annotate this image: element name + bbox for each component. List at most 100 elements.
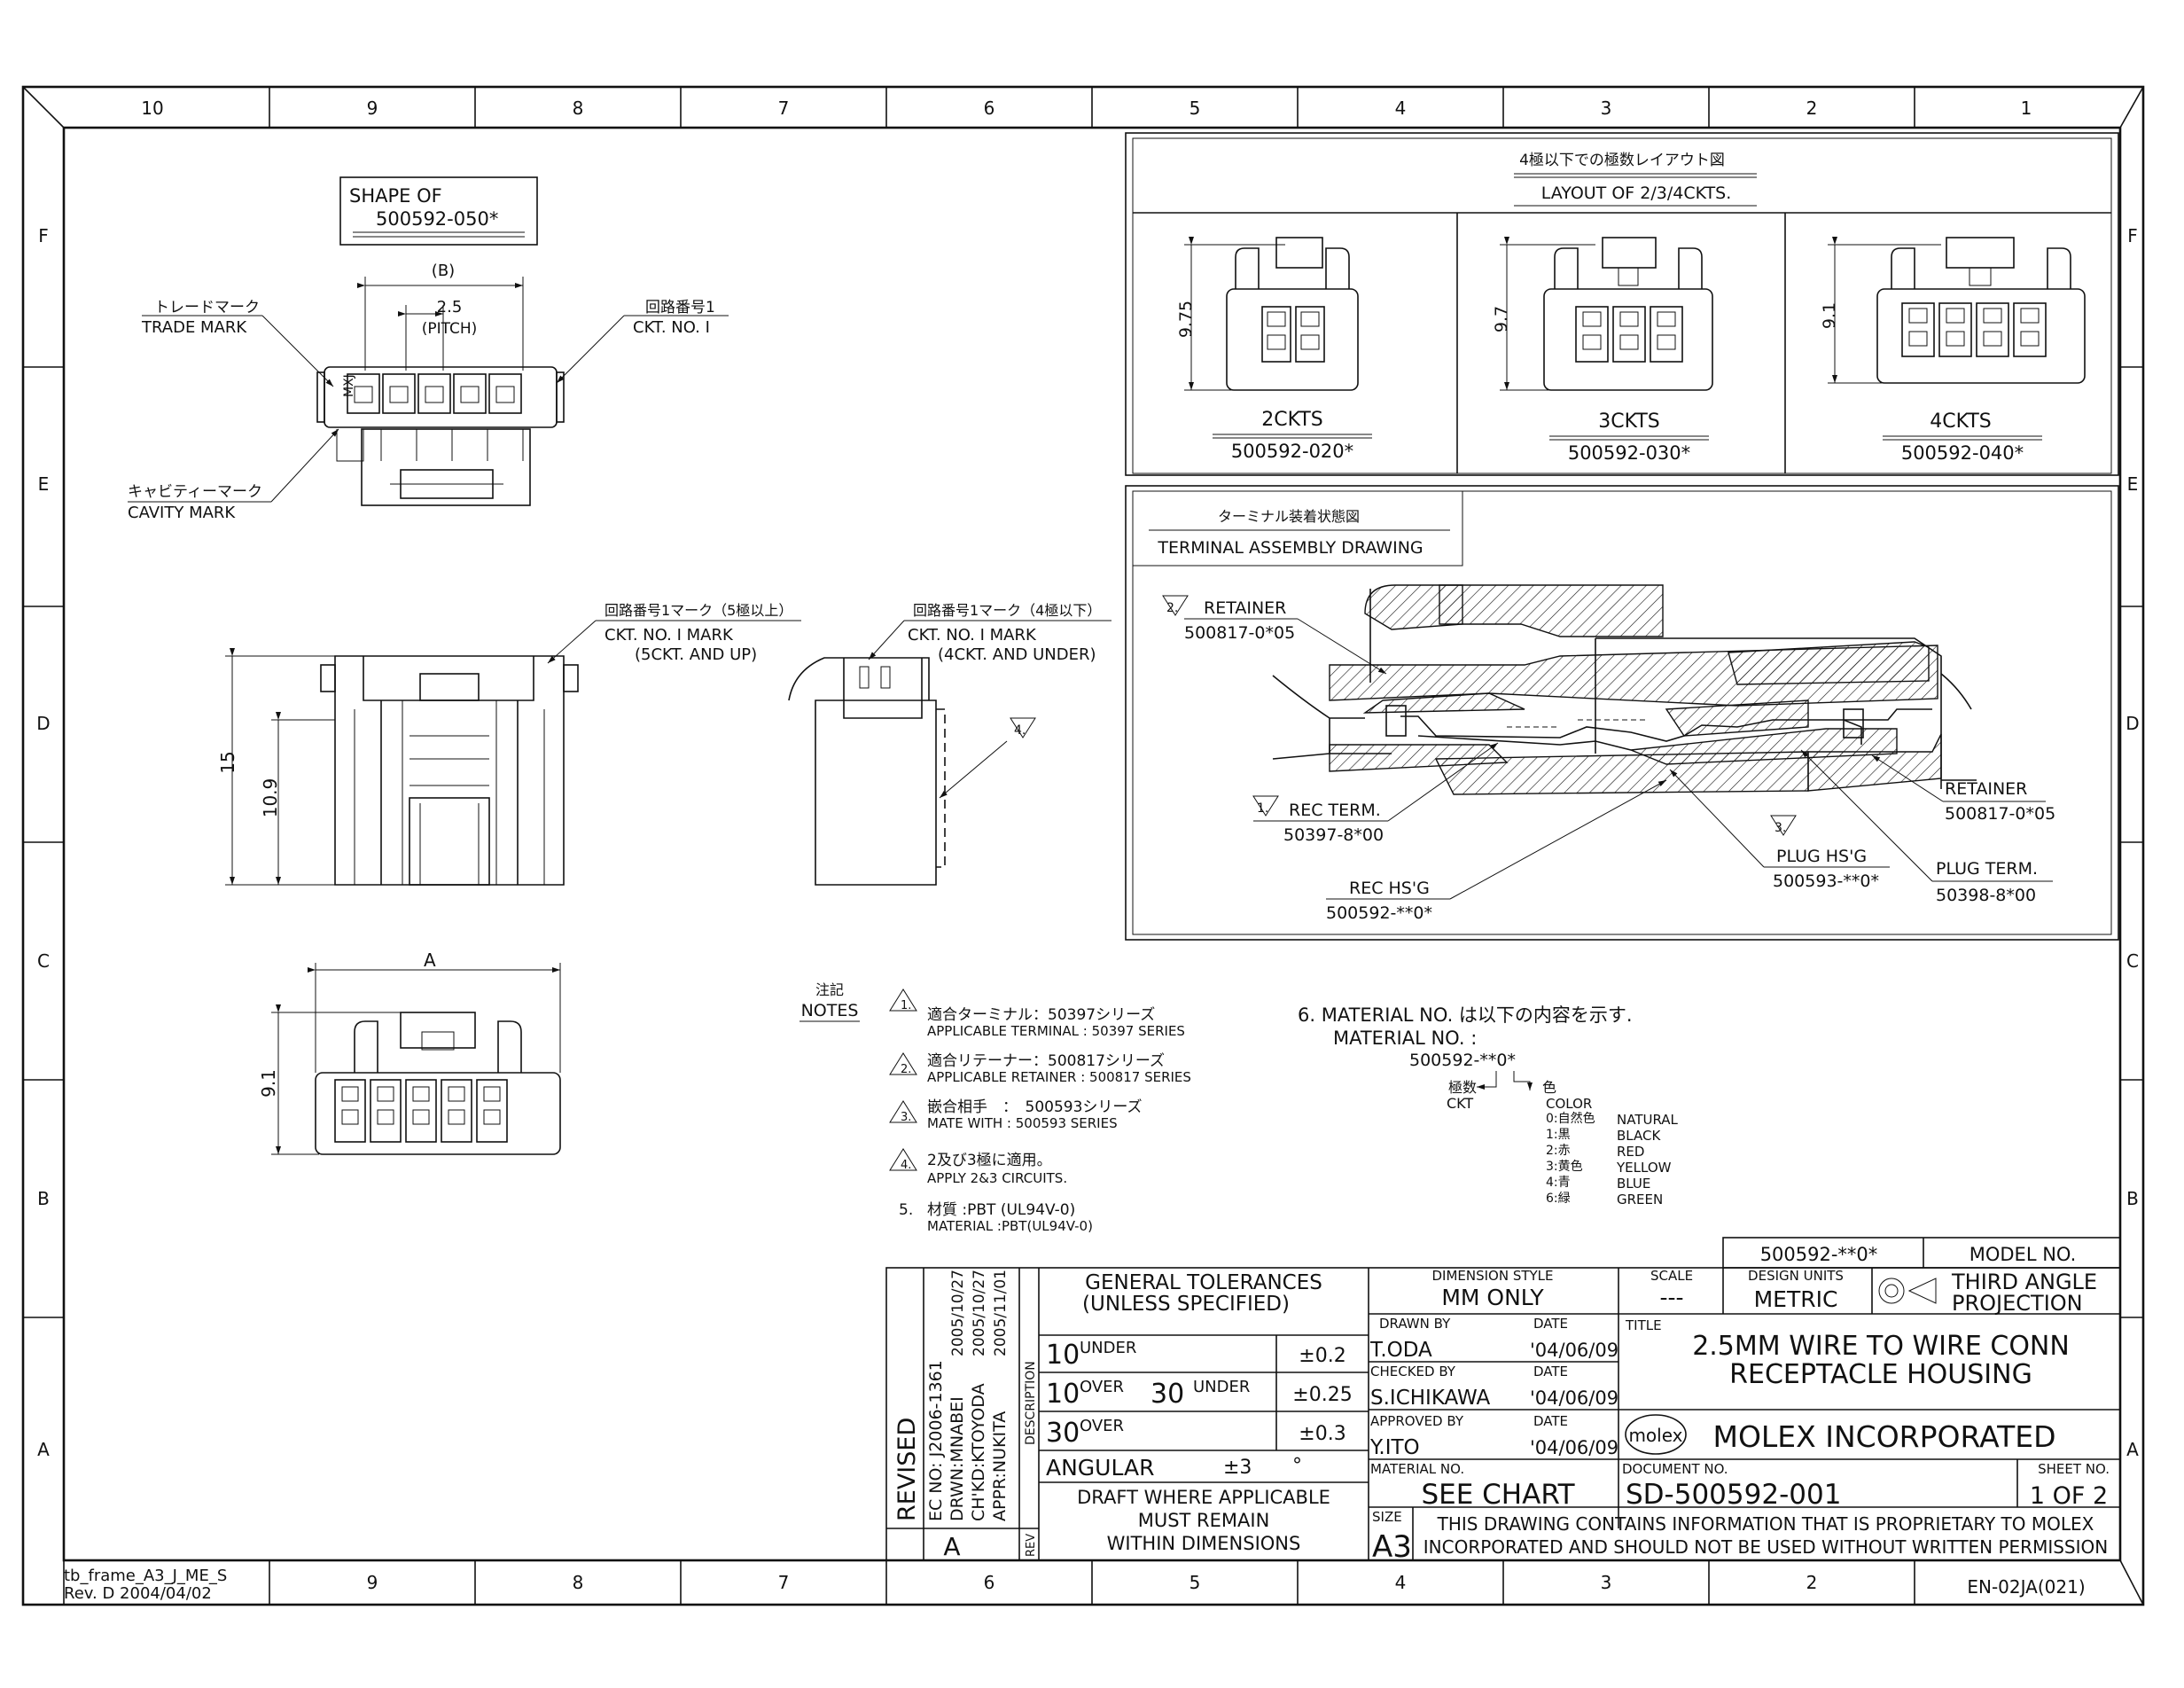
note-5-jp: 材質 :PBT (UL94V-0) bbox=[927, 1201, 1075, 1219]
tol-row3-b: OVER bbox=[1080, 1417, 1124, 1435]
model-label: MODEL NO. bbox=[1970, 1244, 2077, 1265]
description-label: DESCRIPTION bbox=[1024, 1361, 1038, 1445]
size-value: A3 bbox=[1372, 1529, 1412, 1565]
retainer-left-label: RETAINER bbox=[1204, 598, 1286, 618]
rev-date-3: 2005/11/01 bbox=[992, 1270, 1010, 1356]
svg-text:2.: 2. bbox=[901, 1063, 911, 1076]
note-3: 3. 嵌合相手 ： 500593シリーズ MATE WITH : 500593 … bbox=[889, 1098, 1143, 1131]
col-label: 7 bbox=[778, 1572, 790, 1593]
logo-text: molex bbox=[1628, 1425, 1682, 1446]
tol-row2-b: OVER bbox=[1080, 1378, 1124, 1396]
row-label: F bbox=[38, 225, 49, 246]
shape-title-line2: 500592-050* bbox=[376, 208, 498, 230]
material-label: MATERIAL NO. bbox=[1370, 1461, 1464, 1477]
tol-row2-c: 30 bbox=[1150, 1379, 1184, 1410]
tol-row2-d: UNDER bbox=[1193, 1378, 1250, 1396]
checked-by-label: CHECKED BY bbox=[1370, 1364, 1456, 1379]
mark-5ckt-jp: 回路番号1マーク（5極以上） bbox=[604, 602, 792, 619]
side-view: 回路番号1マーク（4極以下） CKT. NO. I MARK (4CKT. AN… bbox=[788, 602, 1112, 886]
row-label: E bbox=[2127, 473, 2139, 495]
notes-header-en: NOTES bbox=[801, 1001, 859, 1020]
sheet-value: 1 OF 2 bbox=[2030, 1482, 2108, 1510]
col-label: 2 bbox=[1806, 98, 1818, 119]
color-code-3: 3:黄色 bbox=[1546, 1159, 1583, 1174]
ckt-no1-jp: 回路番号1 bbox=[645, 299, 715, 316]
title-line2: RECEPTACLE HOUSING bbox=[1729, 1359, 2032, 1390]
color-code-5: 6:緑 bbox=[1546, 1192, 1571, 1206]
document-value: SD-500592-001 bbox=[1626, 1479, 1841, 1511]
col-label: 5 bbox=[1190, 1572, 1201, 1593]
shape-title-box bbox=[339, 176, 538, 246]
plug-term-label: PLUG TERM. bbox=[1936, 859, 2038, 879]
draft-1: DRAFT WHERE APPLICABLE bbox=[1077, 1487, 1330, 1508]
note-6-line2: MATERIAL NO. : bbox=[1333, 1028, 1477, 1049]
mark-5ckt-en1: CKT. NO. I MARK bbox=[604, 626, 734, 645]
layout-2ckts: 9.75 2CKTS 500592-020* bbox=[1176, 237, 1372, 462]
checked-by: S.ICHIKAWA bbox=[1370, 1387, 1490, 1410]
mark-4ckt-en2: (4CKT. AND UNDER) bbox=[938, 645, 1096, 664]
rec-term-part: 50397-8*00 bbox=[1283, 825, 1384, 845]
gen-tol-2: (UNLESS SPECIFIED) bbox=[1082, 1293, 1290, 1316]
title-block: 500592-**0* MODEL NO. REVISED EC NO: J20… bbox=[885, 1237, 2121, 1565]
note-4-jp: 2及び3極に適用。 bbox=[927, 1152, 1052, 1169]
tol-row1-b: UNDER bbox=[1080, 1339, 1136, 1357]
col-label: 2 bbox=[1806, 1572, 1818, 1593]
appr: APPR:NUKITA bbox=[990, 1411, 1010, 1521]
size-label: SIZE bbox=[1372, 1509, 1402, 1525]
scale-label: SCALE bbox=[1650, 1268, 1693, 1284]
design-units-label: DESIGN UNITS bbox=[1748, 1268, 1844, 1284]
color-en: COLOR bbox=[1546, 1096, 1592, 1112]
assembly-box: ターミナル装着状態図 TERMINAL ASSEMBLY DRAWING 2. … bbox=[1125, 485, 2119, 941]
mark-4ckt-jp: 回路番号1マーク（4極以下） bbox=[913, 602, 1101, 619]
frame-rev: Rev. D 2004/04/02 bbox=[64, 1584, 212, 1603]
approved-date-label: DATE bbox=[1533, 1413, 1568, 1429]
layout-3ckts: 9.7 3CKTS 500592-030* bbox=[1492, 237, 1713, 464]
color-code-0: 0:自然色 bbox=[1546, 1111, 1595, 1126]
svg-text:5.: 5. bbox=[899, 1201, 913, 1219]
title-label: TITLE bbox=[1625, 1317, 1662, 1333]
retainer-right-part: 500817-0*05 bbox=[1945, 804, 2055, 824]
note-6-line1: 6. MATERIAL NO. は以下の内容を示す. bbox=[1298, 1004, 1633, 1026]
row-label: F bbox=[2127, 225, 2138, 246]
mark-5ckt-callout: 回路番号1マーク（5極以上） CKT. NO. I MARK (5CKT. AN… bbox=[547, 602, 801, 664]
drawn-date-label: DATE bbox=[1533, 1316, 1568, 1332]
assembly-title-jp: ターミナル装着状態図 bbox=[1218, 508, 1360, 525]
color-name-0: NATURAL bbox=[1617, 1112, 1679, 1128]
retainer-right-label: RETAINER bbox=[1945, 779, 2027, 799]
col-label: 8 bbox=[573, 1572, 584, 1593]
color-code-2: 2:赤 bbox=[1546, 1144, 1571, 1158]
layout-4ckts-label: 4CKTS bbox=[1930, 410, 1991, 433]
col-label: 6 bbox=[984, 1572, 995, 1593]
row-label: B bbox=[37, 1188, 50, 1209]
tol-row1-val: ±0.2 bbox=[1299, 1345, 1346, 1367]
retainer-left-num: 2. bbox=[1166, 601, 1178, 615]
dim-b: (B) bbox=[432, 262, 455, 280]
rec-term-label: REC TERM. bbox=[1289, 801, 1381, 820]
bottom-view: A 9.1 bbox=[258, 950, 561, 1155]
dim-pitch-label: (PITCH) bbox=[422, 320, 478, 338]
molex-logo bbox=[1625, 1414, 1687, 1455]
front-view: 15 10.9 bbox=[217, 648, 579, 886]
title-line1: 2.5MM WIRE TO WIRE CONN bbox=[1692, 1331, 2070, 1362]
rec-hsg-part: 500592-**0* bbox=[1326, 903, 1432, 923]
form-code: EN-02JA(021) bbox=[1967, 1576, 2085, 1598]
row-label: C bbox=[37, 950, 50, 972]
layout-title-jp: 4極以下での極数レイアウト図 bbox=[1519, 152, 1725, 169]
layout-2ckts-label: 2CKTS bbox=[1261, 409, 1322, 431]
angular-label: ANGULAR bbox=[1046, 1455, 1154, 1481]
layout-3ckts-dim: 9.7 bbox=[1492, 306, 1511, 332]
layout-3ckts-label: 3CKTS bbox=[1598, 410, 1659, 433]
col-label: 3 bbox=[1601, 98, 1612, 119]
approved-by-label: APPROVED BY bbox=[1370, 1413, 1464, 1429]
projection-symbol-icon bbox=[1878, 1278, 1937, 1304]
trade-mark-en: TRADE MARK bbox=[141, 318, 247, 337]
color-code-1: 1:黒 bbox=[1546, 1128, 1571, 1142]
color-name-4: BLUE bbox=[1617, 1176, 1650, 1192]
rev-value: A bbox=[943, 1532, 960, 1561]
note-1-jp: 適合ターミナル：50397シリーズ bbox=[927, 1006, 1155, 1024]
layout-4ckts-part: 500592-040* bbox=[1901, 442, 2024, 464]
col-label: 8 bbox=[573, 98, 584, 119]
layout-title-en: LAYOUT OF 2/3/4CKTS. bbox=[1541, 184, 1732, 203]
grid-labels: 10 9 8 7 6 5 4 3 2 1 9 8 7 6 5 4 3 2 F E… bbox=[36, 98, 2139, 1593]
rec-hsg-label: REC HS'G bbox=[1349, 879, 1430, 898]
